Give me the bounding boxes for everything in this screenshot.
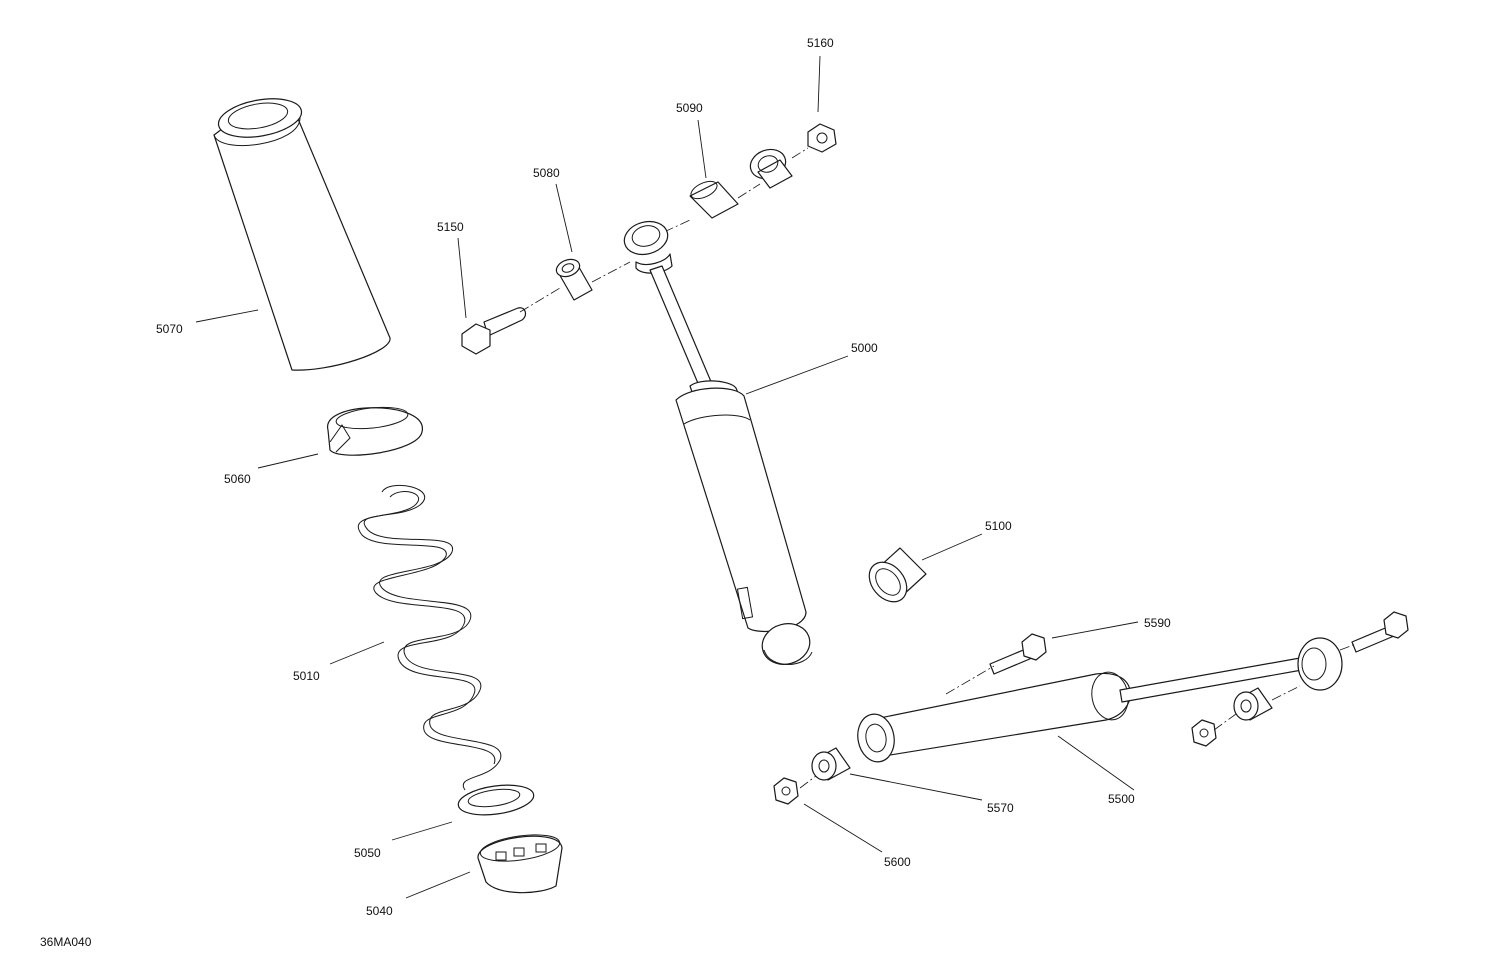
part-5070-sleeve xyxy=(213,98,391,371)
part-5100-bushing xyxy=(868,547,927,603)
callout-5590: 5590 xyxy=(1144,616,1171,630)
part-5050-lower-seat xyxy=(457,784,535,816)
nut-right xyxy=(1191,719,1217,747)
part-5160-nut xyxy=(807,123,837,153)
part-5040-adjuster-collar xyxy=(477,834,563,894)
callout-5070: 5070 xyxy=(156,322,183,336)
callout-5150: 5150 xyxy=(437,220,464,234)
flanged-bushing xyxy=(749,148,793,189)
callout-5050: 5050 xyxy=(354,846,381,860)
callout-5000: 5000 xyxy=(851,341,878,355)
callout-5080: 5080 xyxy=(533,166,560,180)
part-5080-bushing xyxy=(555,258,593,301)
part-5590-bolt-right xyxy=(1351,611,1409,653)
diagram-id: 36MA040 xyxy=(40,935,92,949)
callout-5160: 5160 xyxy=(807,36,834,50)
part-5150-bolt xyxy=(461,307,527,355)
part-5090-sleeve xyxy=(689,180,739,219)
callout-5040: 5040 xyxy=(366,904,393,918)
part-5060-upper-spring-seat xyxy=(327,406,423,456)
part-5010-coil-spring xyxy=(357,484,502,791)
callout-5010: 5010 xyxy=(293,669,320,683)
callout-5500: 5500 xyxy=(1108,792,1135,806)
callout-5570: 5570 xyxy=(987,801,1014,815)
spacer-right xyxy=(1233,687,1273,721)
callout-5060: 5060 xyxy=(224,472,251,486)
leader-lines xyxy=(195,55,1139,899)
callout-5090: 5090 xyxy=(676,101,703,115)
callout-5100: 5100 xyxy=(985,519,1012,533)
callout-5600: 5600 xyxy=(884,855,911,869)
part-5000-shock-absorber xyxy=(623,220,813,665)
part-5600-nut xyxy=(773,777,799,805)
part-5570-spacer xyxy=(811,747,851,781)
part-5590-bolt-left xyxy=(989,633,1047,675)
part-5500-damper xyxy=(857,637,1343,763)
